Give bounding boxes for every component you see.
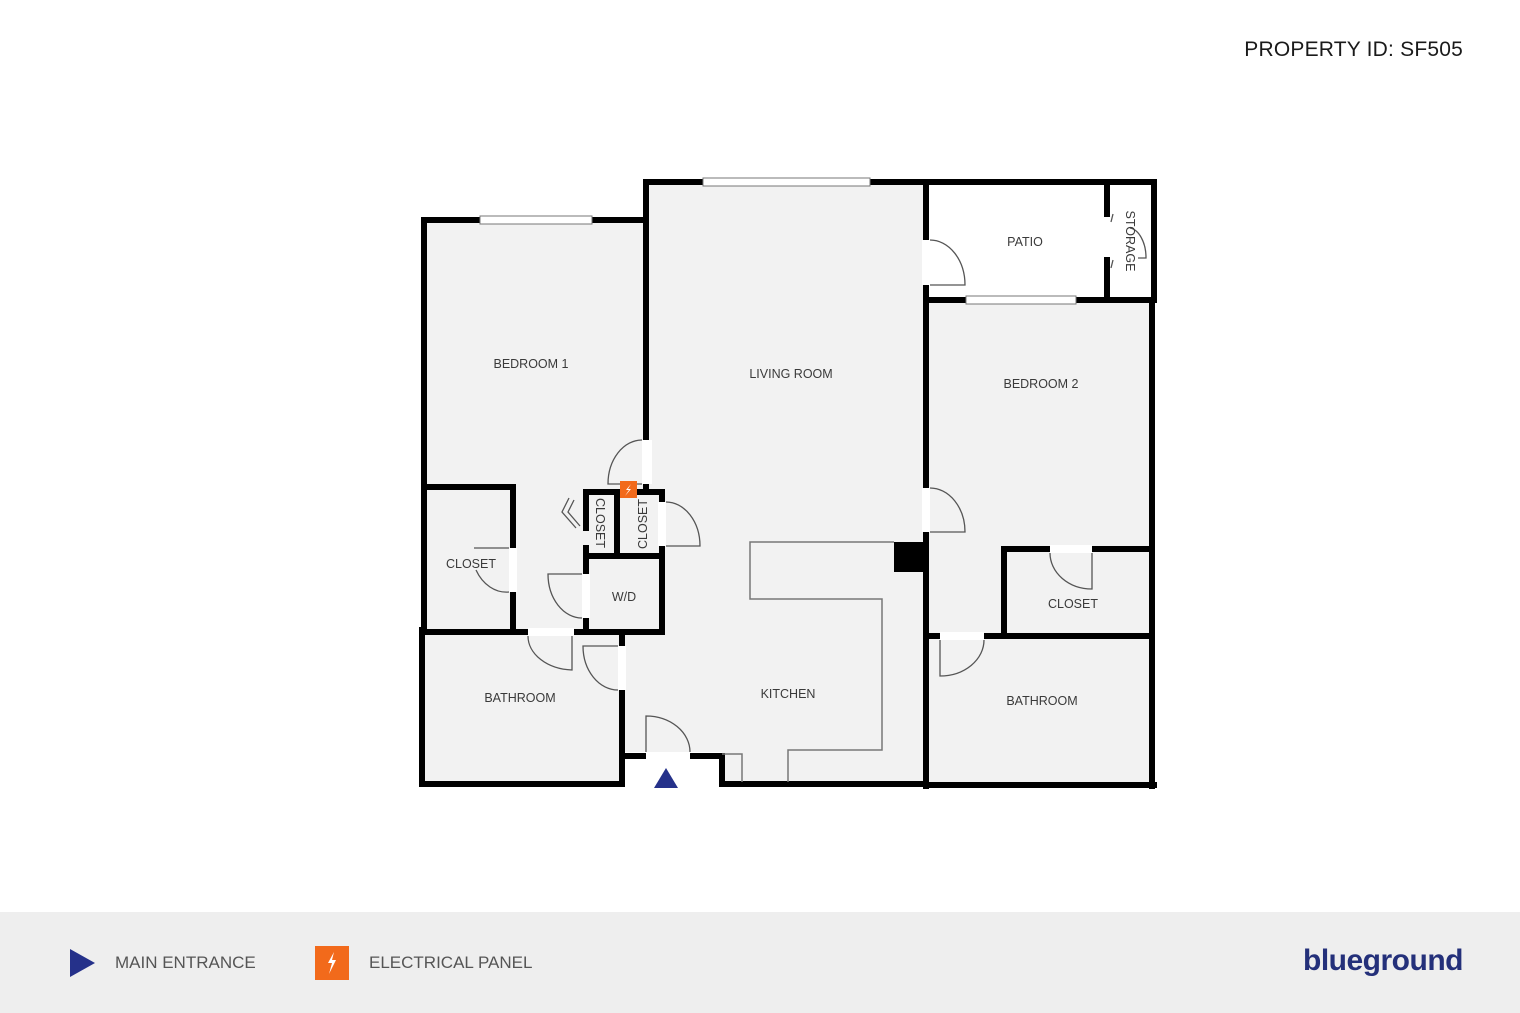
- legend-footer: MAIN ENTRANCE ELECTRICAL PANEL bluegroun…: [0, 912, 1520, 1013]
- legend-main-entrance-label: MAIN ENTRANCE: [115, 952, 256, 972]
- label-bathroom-right: BATHROOM: [1006, 694, 1077, 708]
- kitchen-counter: [722, 541, 894, 782]
- triangle-right-icon: [70, 948, 95, 977]
- lightning-bolt-icon: [315, 945, 349, 980]
- floor-plan: BEDROOM 1 LIVING ROOM PATIO STORAGE BEDR…: [419, 177, 1157, 792]
- label-bedroom1: BEDROOM 1: [493, 357, 568, 371]
- windows: [479, 177, 1077, 305]
- label-closet-right: CLOSET: [1048, 597, 1098, 611]
- label-storage: STORAGE: [1123, 211, 1137, 272]
- blueground-logo: blueground: [1303, 944, 1463, 977]
- label-closet-left: CLOSET: [446, 557, 496, 571]
- legend-electrical-panel: ELECTRICAL PANEL: [315, 912, 532, 1013]
- electrical-panel-marker: [620, 481, 637, 498]
- label-kitchen: KITCHEN: [761, 687, 816, 701]
- door-swings: [474, 213, 1147, 753]
- legend-electrical-panel-label: ELECTRICAL PANEL: [369, 952, 533, 972]
- label-bedroom2: BEDROOM 2: [1003, 377, 1078, 391]
- main-entrance-marker: [654, 768, 678, 788]
- floor-fills: [424, 182, 1154, 792]
- legend-main-entrance: MAIN ENTRANCE: [70, 912, 256, 1013]
- door-openings: [509, 240, 1092, 760]
- label-wd: W/D: [612, 590, 636, 604]
- label-closet-mid1: CLOSET: [593, 498, 607, 548]
- label-patio: PATIO: [1007, 235, 1043, 249]
- label-living-room: LIVING ROOM: [749, 367, 832, 381]
- structural-column: [894, 542, 924, 572]
- label-bathroom-left: BATHROOM: [484, 691, 555, 705]
- room-labels: BEDROOM 1 LIVING ROOM PATIO STORAGE BEDR…: [446, 211, 1137, 708]
- label-closet-mid2: CLOSET: [636, 499, 650, 549]
- property-id: PROPERTY ID: SF505: [1244, 38, 1463, 61]
